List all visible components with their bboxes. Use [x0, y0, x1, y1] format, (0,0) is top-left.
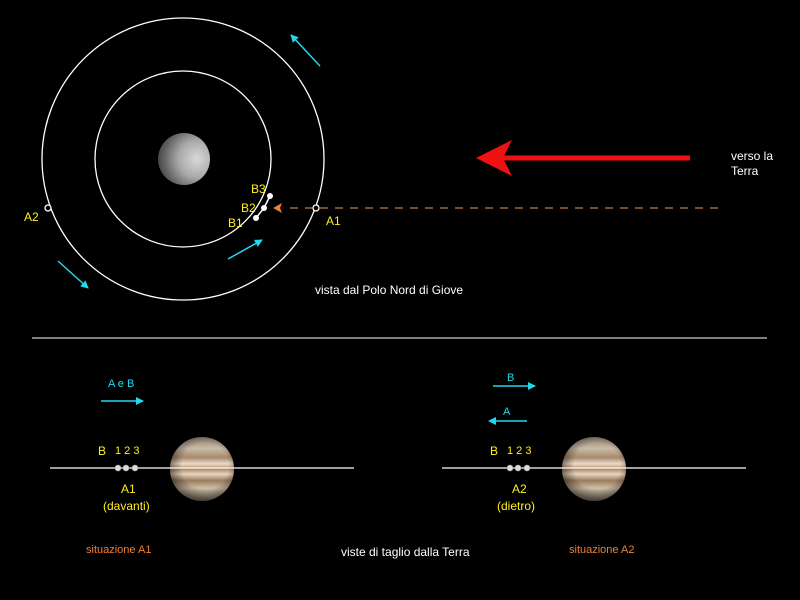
position-numbers-a2: 1 2 3: [507, 445, 531, 457]
moon-position-3-a1: [131, 464, 139, 472]
earth-label-line1: verso la: [731, 149, 773, 163]
jupiter-side-shade-a2: [562, 437, 626, 501]
top-caption: vista dal Polo Nord di Giove: [315, 283, 463, 297]
inner-orbit: [94, 70, 272, 248]
moon-position-2-a2: [514, 464, 522, 472]
arrow-label-a-and-b: A e B: [108, 378, 134, 390]
top-view: A1 A2 B1 B2 B3 verso la Terra vista dal …: [24, 17, 773, 301]
arrow-label-b: B: [507, 372, 514, 384]
davanti-label: (davanti): [103, 499, 150, 513]
position-numbers-a1: 1 2 3: [115, 445, 139, 457]
label-b2: B2: [241, 201, 256, 215]
label-a1: A1: [326, 214, 341, 228]
point-b1: [253, 215, 259, 221]
moon-position-1-a1: [114, 464, 122, 472]
outer-orbit: [41, 17, 325, 301]
dietro-label: (dietro): [497, 499, 535, 513]
point-a1: [312, 204, 320, 212]
point-a2: [44, 204, 52, 212]
label-b3: B3: [251, 182, 266, 196]
point-b2: [261, 205, 267, 211]
a2-label: A2: [512, 482, 527, 496]
side-view-a2: B A B 1 2 3 A2 (dietro) situazione A2: [442, 372, 746, 556]
label-a2: A2: [24, 210, 39, 224]
orbit-direction-arrow-inner: [227, 239, 263, 260]
point-b3: [267, 193, 273, 199]
orbit-direction-arrow-top-right: [290, 34, 321, 67]
label-b1: B1: [228, 216, 243, 230]
earth-label-line2: Terra: [731, 164, 759, 178]
b-label-a2: B: [490, 444, 498, 458]
jupiter-side-shade-a1: [170, 437, 234, 501]
b-label-a1: B: [98, 444, 106, 458]
line-of-sight-arrowhead: [273, 203, 282, 213]
side-view-a1: A e B B 1 2 3 A1 (davanti) situazione A1: [50, 378, 354, 556]
moon-position-1-a2: [506, 464, 514, 472]
earth-direction-arrowhead: [476, 140, 512, 176]
a1-label: A1: [121, 482, 136, 496]
arrow-label-a: A: [503, 406, 511, 418]
situation-a2-label: situazione A2: [569, 544, 634, 556]
jupiter-top-view: [158, 133, 210, 185]
moon-position-2-a1: [122, 464, 130, 472]
moon-position-3-a2: [523, 464, 531, 472]
situation-a1-label: situazione A1: [86, 544, 151, 556]
bottom-caption: viste di taglio dalla Terra: [341, 545, 470, 559]
orbit-direction-arrow-bottom-left: [57, 260, 89, 289]
